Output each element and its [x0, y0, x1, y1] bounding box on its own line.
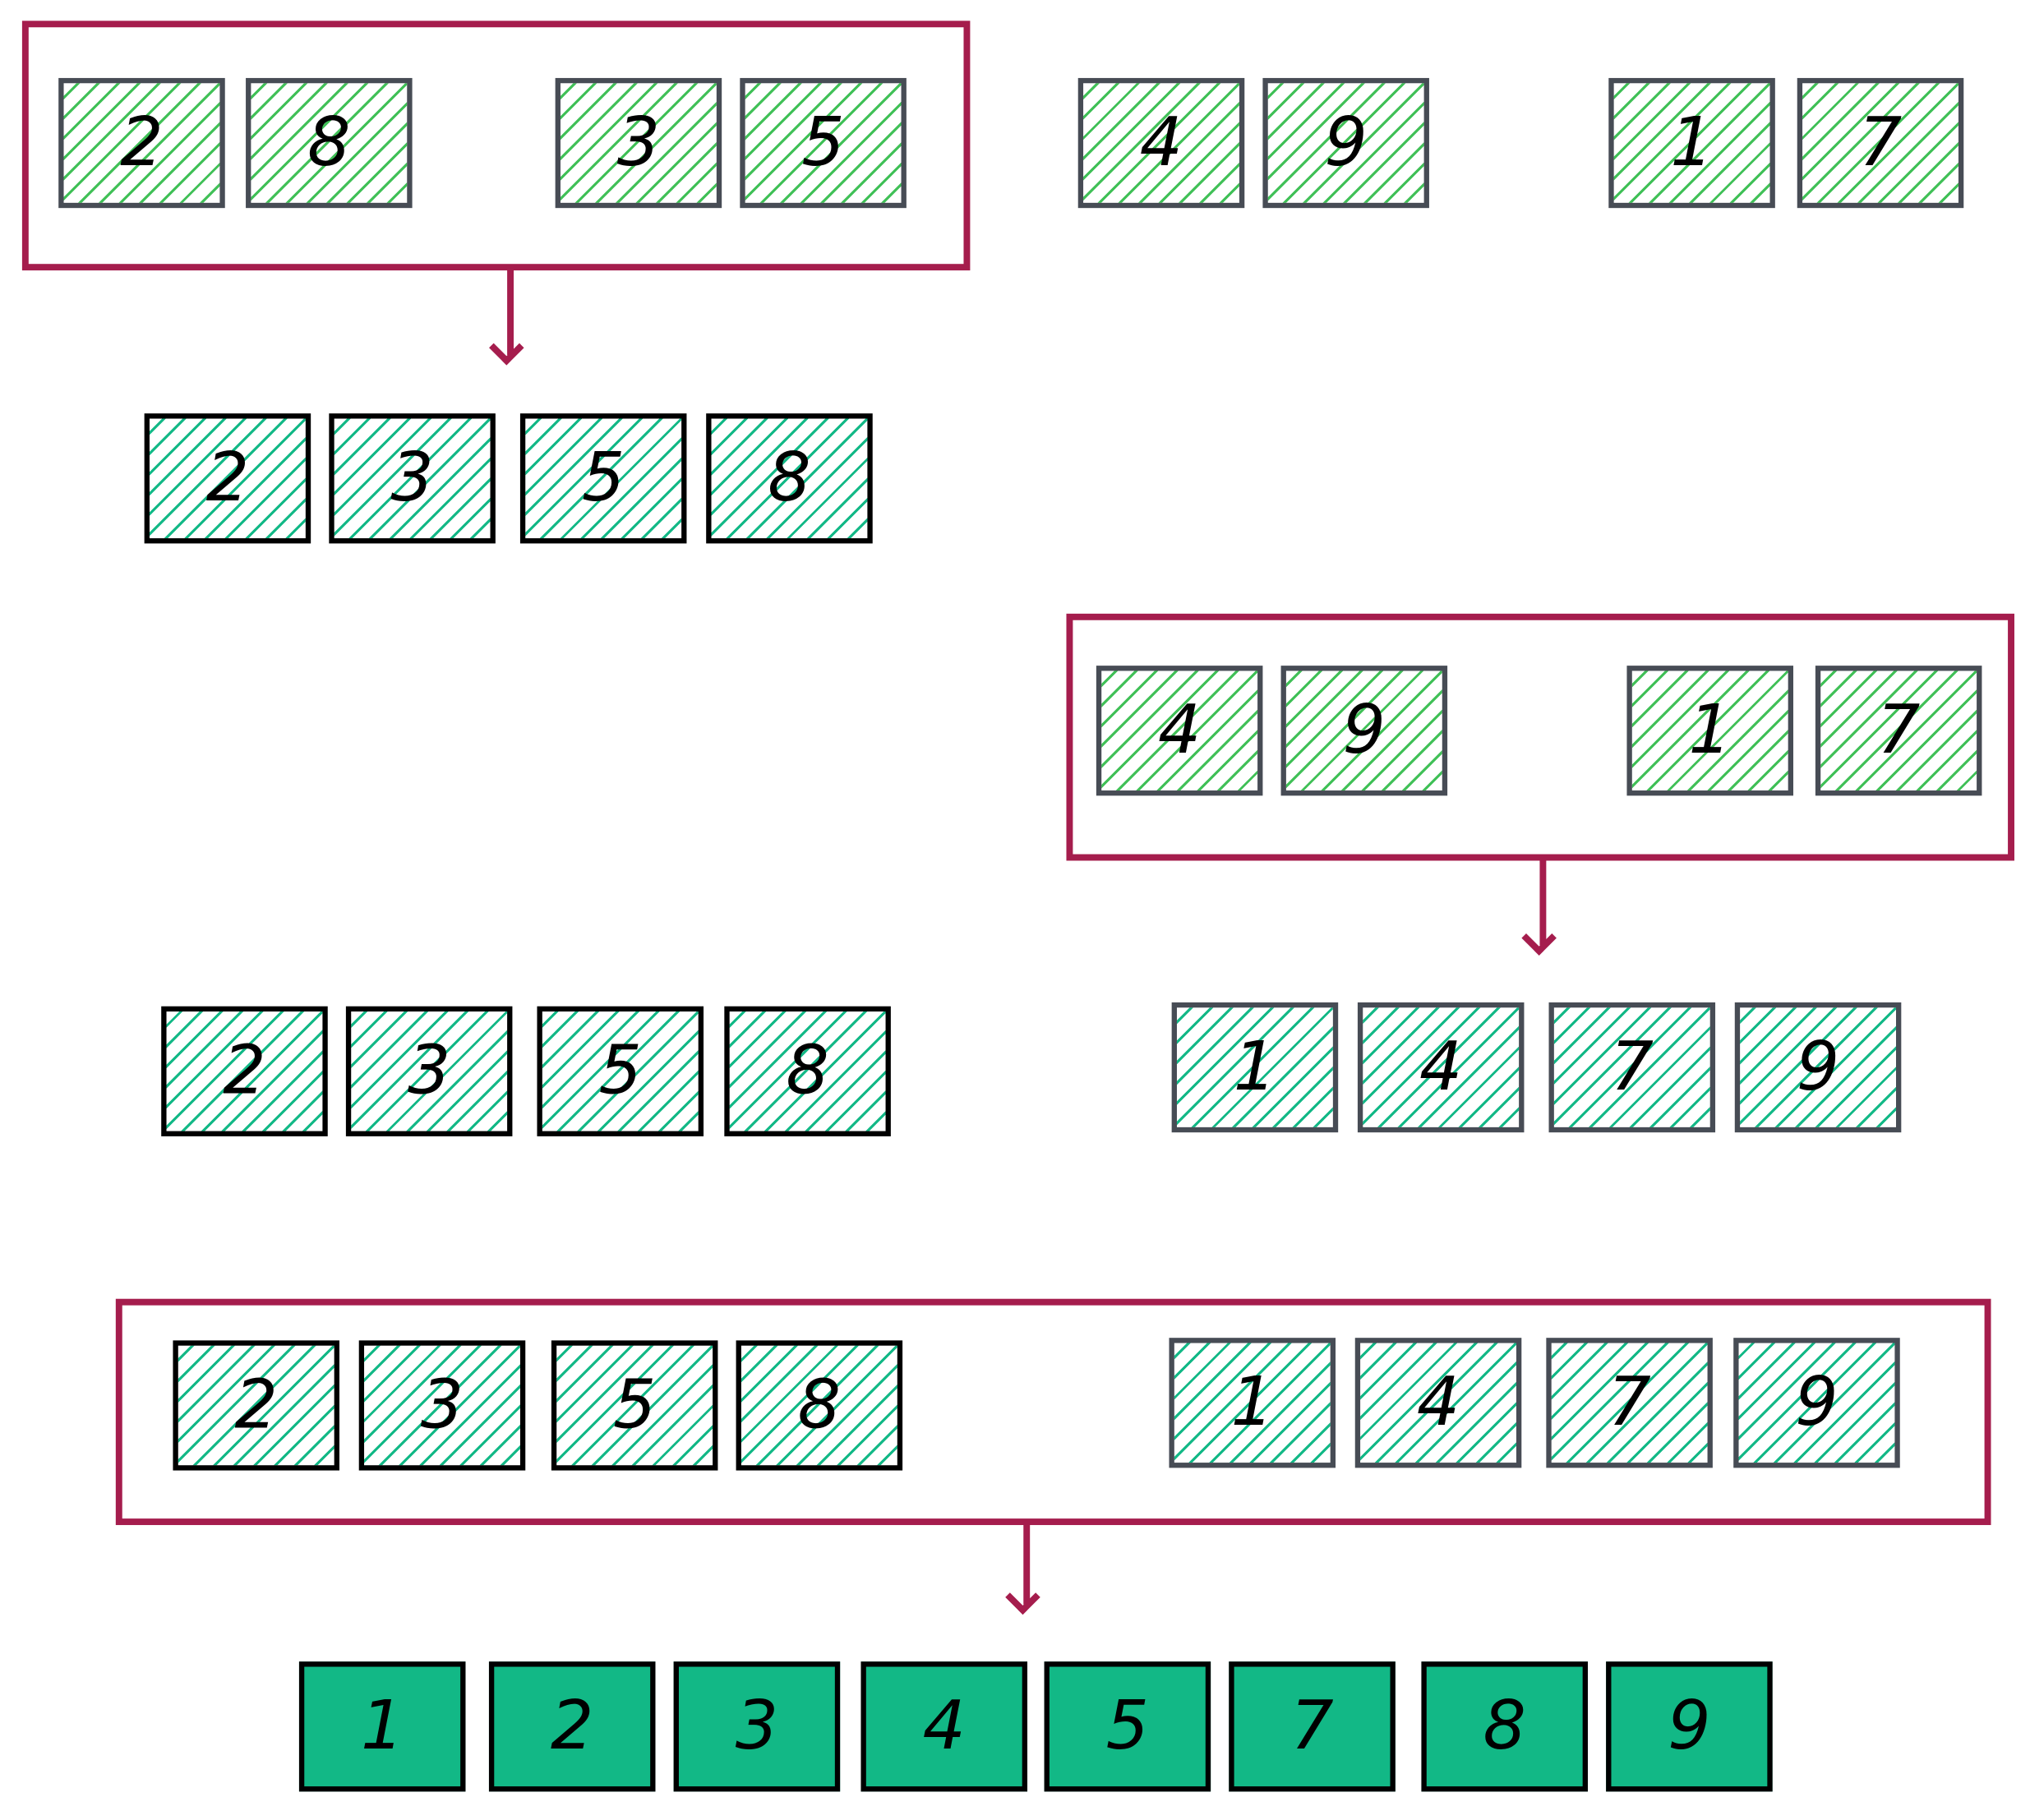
- merge2-input-box: 4: [1096, 666, 1263, 796]
- final-sorted-box: 8: [1421, 1661, 1588, 1792]
- arrow-merge-3: [1023, 1523, 1031, 1605]
- merge2-output-box: 7: [1548, 1002, 1716, 1133]
- merge3-right-input-box: 4: [1354, 1338, 1522, 1468]
- merge3-left-input-box: 8: [736, 1340, 903, 1471]
- merge-frame-3: [115, 1298, 1991, 1526]
- initial-box: 7: [1797, 77, 1964, 209]
- merge2-input-box: 9: [1280, 666, 1448, 796]
- initial-box: 3: [555, 77, 722, 209]
- merge1-output-box: 3: [329, 413, 496, 544]
- initial-box: 9: [1262, 77, 1429, 209]
- arrow-merge-1: [507, 269, 514, 355]
- final-sorted-box: 4: [860, 1661, 1028, 1792]
- merge3-left-input-box: 3: [358, 1340, 526, 1471]
- final-sorted-box: 3: [673, 1661, 841, 1792]
- merge2-output-box: 9: [1734, 1002, 1902, 1133]
- initial-box: 1: [1608, 77, 1775, 209]
- merge3-right-input-box: 1: [1169, 1338, 1336, 1468]
- initial-box: 5: [740, 77, 907, 209]
- merge2-input-box: 1: [1626, 666, 1793, 796]
- intermediate-left-box: 2: [161, 1006, 328, 1136]
- final-sorted-box: 7: [1229, 1661, 1396, 1792]
- final-sorted-box: 1: [298, 1661, 466, 1792]
- arrow-merge-2: [1539, 859, 1547, 946]
- merge2-output-box: 1: [1171, 1002, 1339, 1133]
- initial-box: 8: [246, 77, 413, 209]
- merge2-input-box: 7: [1815, 666, 1982, 796]
- merge1-output-box: 5: [519, 413, 687, 544]
- merge3-left-input-box: 2: [173, 1340, 339, 1471]
- initial-box: 4: [1077, 77, 1245, 209]
- merge2-output-box: 4: [1357, 1002, 1525, 1133]
- merge3-right-input-box: 9: [1733, 1338, 1900, 1468]
- merge-frame-1: [21, 21, 971, 271]
- merge1-output-box: 2: [144, 413, 311, 544]
- final-sorted-box: 9: [1606, 1661, 1773, 1792]
- merge3-left-input-box: 5: [551, 1340, 718, 1471]
- initial-box: 2: [58, 77, 225, 209]
- intermediate-left-box: 3: [345, 1006, 513, 1136]
- merge-frame-2: [1066, 613, 2014, 861]
- merge1-output-box: 8: [706, 413, 873, 544]
- intermediate-left-box: 5: [537, 1006, 704, 1136]
- merge3-right-input-box: 7: [1546, 1338, 1713, 1468]
- intermediate-left-box: 8: [724, 1006, 891, 1136]
- final-sorted-box: 5: [1044, 1661, 1211, 1792]
- final-sorted-box: 2: [488, 1661, 656, 1792]
